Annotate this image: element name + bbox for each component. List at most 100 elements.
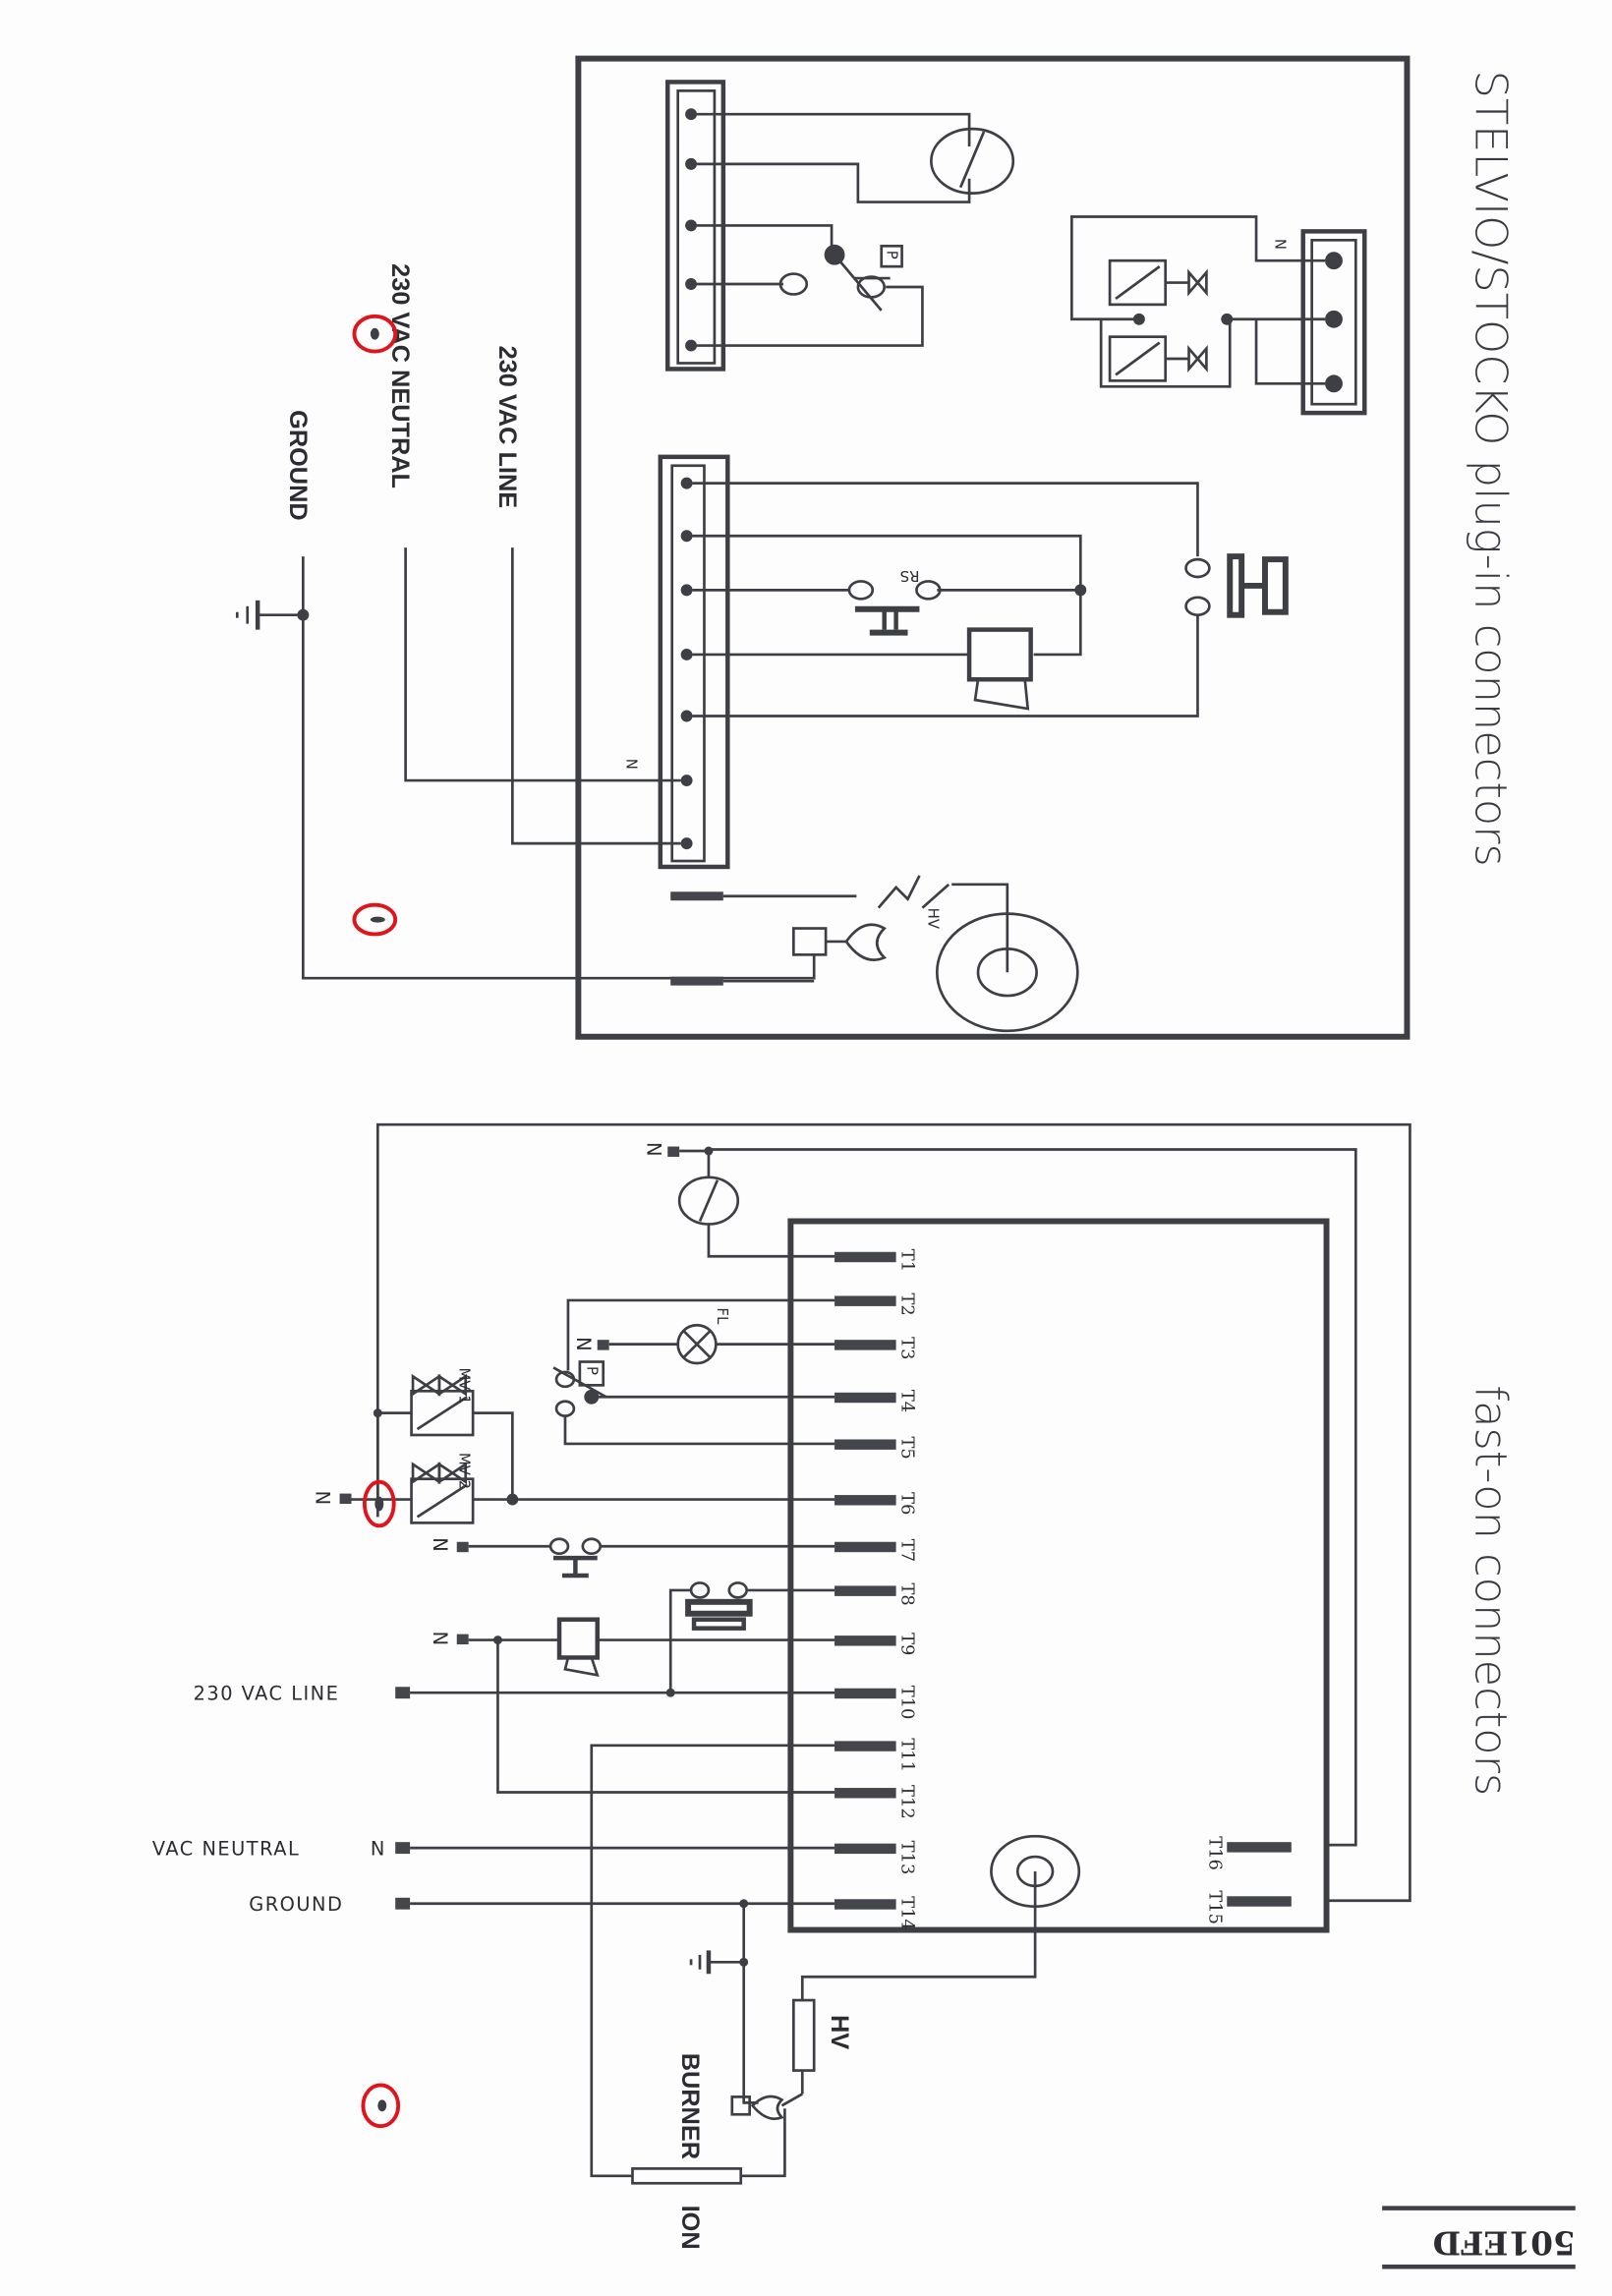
terminal-T14-label: T14 [897, 1896, 918, 1930]
terminal-T11 [835, 1741, 896, 1751]
svg-text:MV 2: MV 2 [456, 1453, 474, 1489]
bottom-line-label: 230 VAC LINE [194, 1683, 340, 1705]
svg-text:MV 1: MV 1 [456, 1367, 474, 1404]
solenoid-valve-mv2: MV 2 [377, 1453, 835, 1524]
flame-lamp-icon: FL N [572, 1307, 835, 1365]
svg-text:RS: RS [900, 567, 920, 585]
terminal-T1-label: T1 [897, 1249, 918, 1272]
reset-button-icon-bottom: N [429, 1537, 835, 1578]
terminal-T3-label: T3 [897, 1337, 918, 1359]
connector-block-fan [665, 80, 971, 372]
terminal-T1 [835, 1251, 896, 1263]
terminal-T4-label: T4 [897, 1390, 918, 1412]
annotation-circle [352, 314, 398, 354]
svg-text:N: N [1271, 239, 1289, 250]
fan-motor-icon-bottom: N [642, 1142, 835, 1258]
top-control-box [575, 55, 1410, 1040]
bottom-control-box [787, 1218, 1330, 1933]
terminal-T11-label: T11 [897, 1738, 918, 1772]
flame-sensor-box [791, 927, 828, 956]
bottom-section-title: fast-on connectors [1465, 1385, 1516, 1796]
top-section: STELVIO/STOCKO plug-in connectors [235, 55, 1516, 1040]
pressure-switch-icon: P [778, 244, 903, 312]
svg-text:N: N [572, 1337, 595, 1352]
svg-text:N: N [623, 759, 641, 770]
alarm-lamp-icon [1184, 553, 1289, 618]
svg-text:P: P [583, 1366, 601, 1375]
top-line-wire [511, 547, 681, 845]
terminal-T4 [835, 1392, 896, 1404]
top-burner-connectors: HV [670, 875, 1009, 986]
svg-text:N: N [312, 1491, 334, 1507]
electrode-disc-icon [800, 1834, 1081, 2001]
terminal-T9 [835, 1636, 896, 1646]
svg-text:N: N [429, 1537, 451, 1553]
fan-motor-icon [930, 127, 1015, 195]
burner-label: BURNER [676, 2053, 704, 2159]
hv-label: HV [826, 2015, 853, 2049]
terminal-T2 [835, 1295, 896, 1306]
terminal-T8 [835, 1585, 896, 1596]
svg-text:HV: HV [924, 908, 942, 930]
burner-disc-icon [935, 912, 1079, 1033]
terminal-T13-label: T13 [897, 1841, 918, 1875]
connector-block-main: N [623, 454, 1199, 870]
top-section-title: STELVIO/STOCKO plug-in connectors [1465, 71, 1516, 867]
terminal-T16 [1227, 1842, 1292, 1853]
annotations [352, 314, 401, 2129]
alarm-lamp-icon-bottom [668, 1581, 835, 1693]
terminal-T10-label: T10 [897, 1686, 918, 1720]
terminal-T16-label: T16 [1204, 1836, 1225, 1870]
ion-probe-icon [631, 2167, 743, 2185]
terminal-T3 [835, 1340, 896, 1350]
terminal-T9-label: T9 [897, 1633, 918, 1655]
bottom-ground-label: GROUND [249, 1893, 343, 1916]
ground-symbol-icon [235, 600, 304, 630]
top-neutral-wire [404, 547, 681, 782]
terminal-T13 [835, 1843, 896, 1855]
top-ground-label: GROUND [284, 410, 312, 521]
terminal-T14 [835, 1899, 896, 1910]
terminal-T8-label: T8 [897, 1582, 918, 1605]
flame-icon [844, 923, 888, 961]
terminal-T10 [835, 1688, 896, 1699]
terminal-T5 [835, 1439, 896, 1450]
ignition-transformer-icon [966, 627, 1033, 711]
bottom-neutral-label: VAC NEUTRAL [152, 1838, 300, 1861]
terminal-T7-label: T7 [897, 1539, 918, 1562]
top-neutral-label: 230 VAC NEUTRAL [386, 263, 414, 488]
terminal-T5-label: T5 [897, 1436, 918, 1459]
connector-block-valves: N [1070, 215, 1367, 416]
ion-label: ION [676, 2206, 704, 2250]
document-logo: 501EFD [1433, 2223, 1576, 2262]
terminal-T6-label: T6 [897, 1492, 918, 1515]
top-line-label: 230 VAC LINE [493, 346, 521, 509]
terminal-T12-label: T12 [897, 1785, 918, 1819]
terminal-T7 [835, 1541, 896, 1553]
svg-text:P: P [884, 251, 901, 259]
annotation-circle [362, 1479, 396, 1528]
annotation-circle [361, 2083, 401, 2129]
burner-icon [730, 1998, 816, 2121]
reset-button-icon: RS [847, 567, 942, 636]
terminal-T6 [835, 1495, 896, 1506]
solenoid-valves-icon [1108, 258, 1234, 382]
svg-text:FL: FL [714, 1307, 731, 1325]
svg-text:N: N [642, 1142, 664, 1158]
annotation-circle [352, 902, 398, 937]
top-ground-wire [301, 556, 816, 980]
svg-text:N: N [429, 1632, 451, 1647]
bottom-section: fast-on connectors T1T2T3T4T5T6T7T8T9T10… [152, 1122, 1576, 2269]
terminal-T15-label: T15 [1204, 1890, 1225, 1924]
terminal-T15 [1227, 1896, 1292, 1907]
ground-symbol-icon-bottom [689, 1950, 744, 1975]
terminal-T12 [835, 1788, 896, 1799]
solenoid-valve-mv1: MV 1 [377, 1367, 514, 1500]
ignition-transformer-icon-bottom: N [429, 1617, 835, 1678]
svg-text:N: N [371, 1838, 386, 1861]
terminal-T2-label: T2 [897, 1292, 918, 1315]
pressure-switch-icon-bottom: P [552, 1298, 835, 1446]
